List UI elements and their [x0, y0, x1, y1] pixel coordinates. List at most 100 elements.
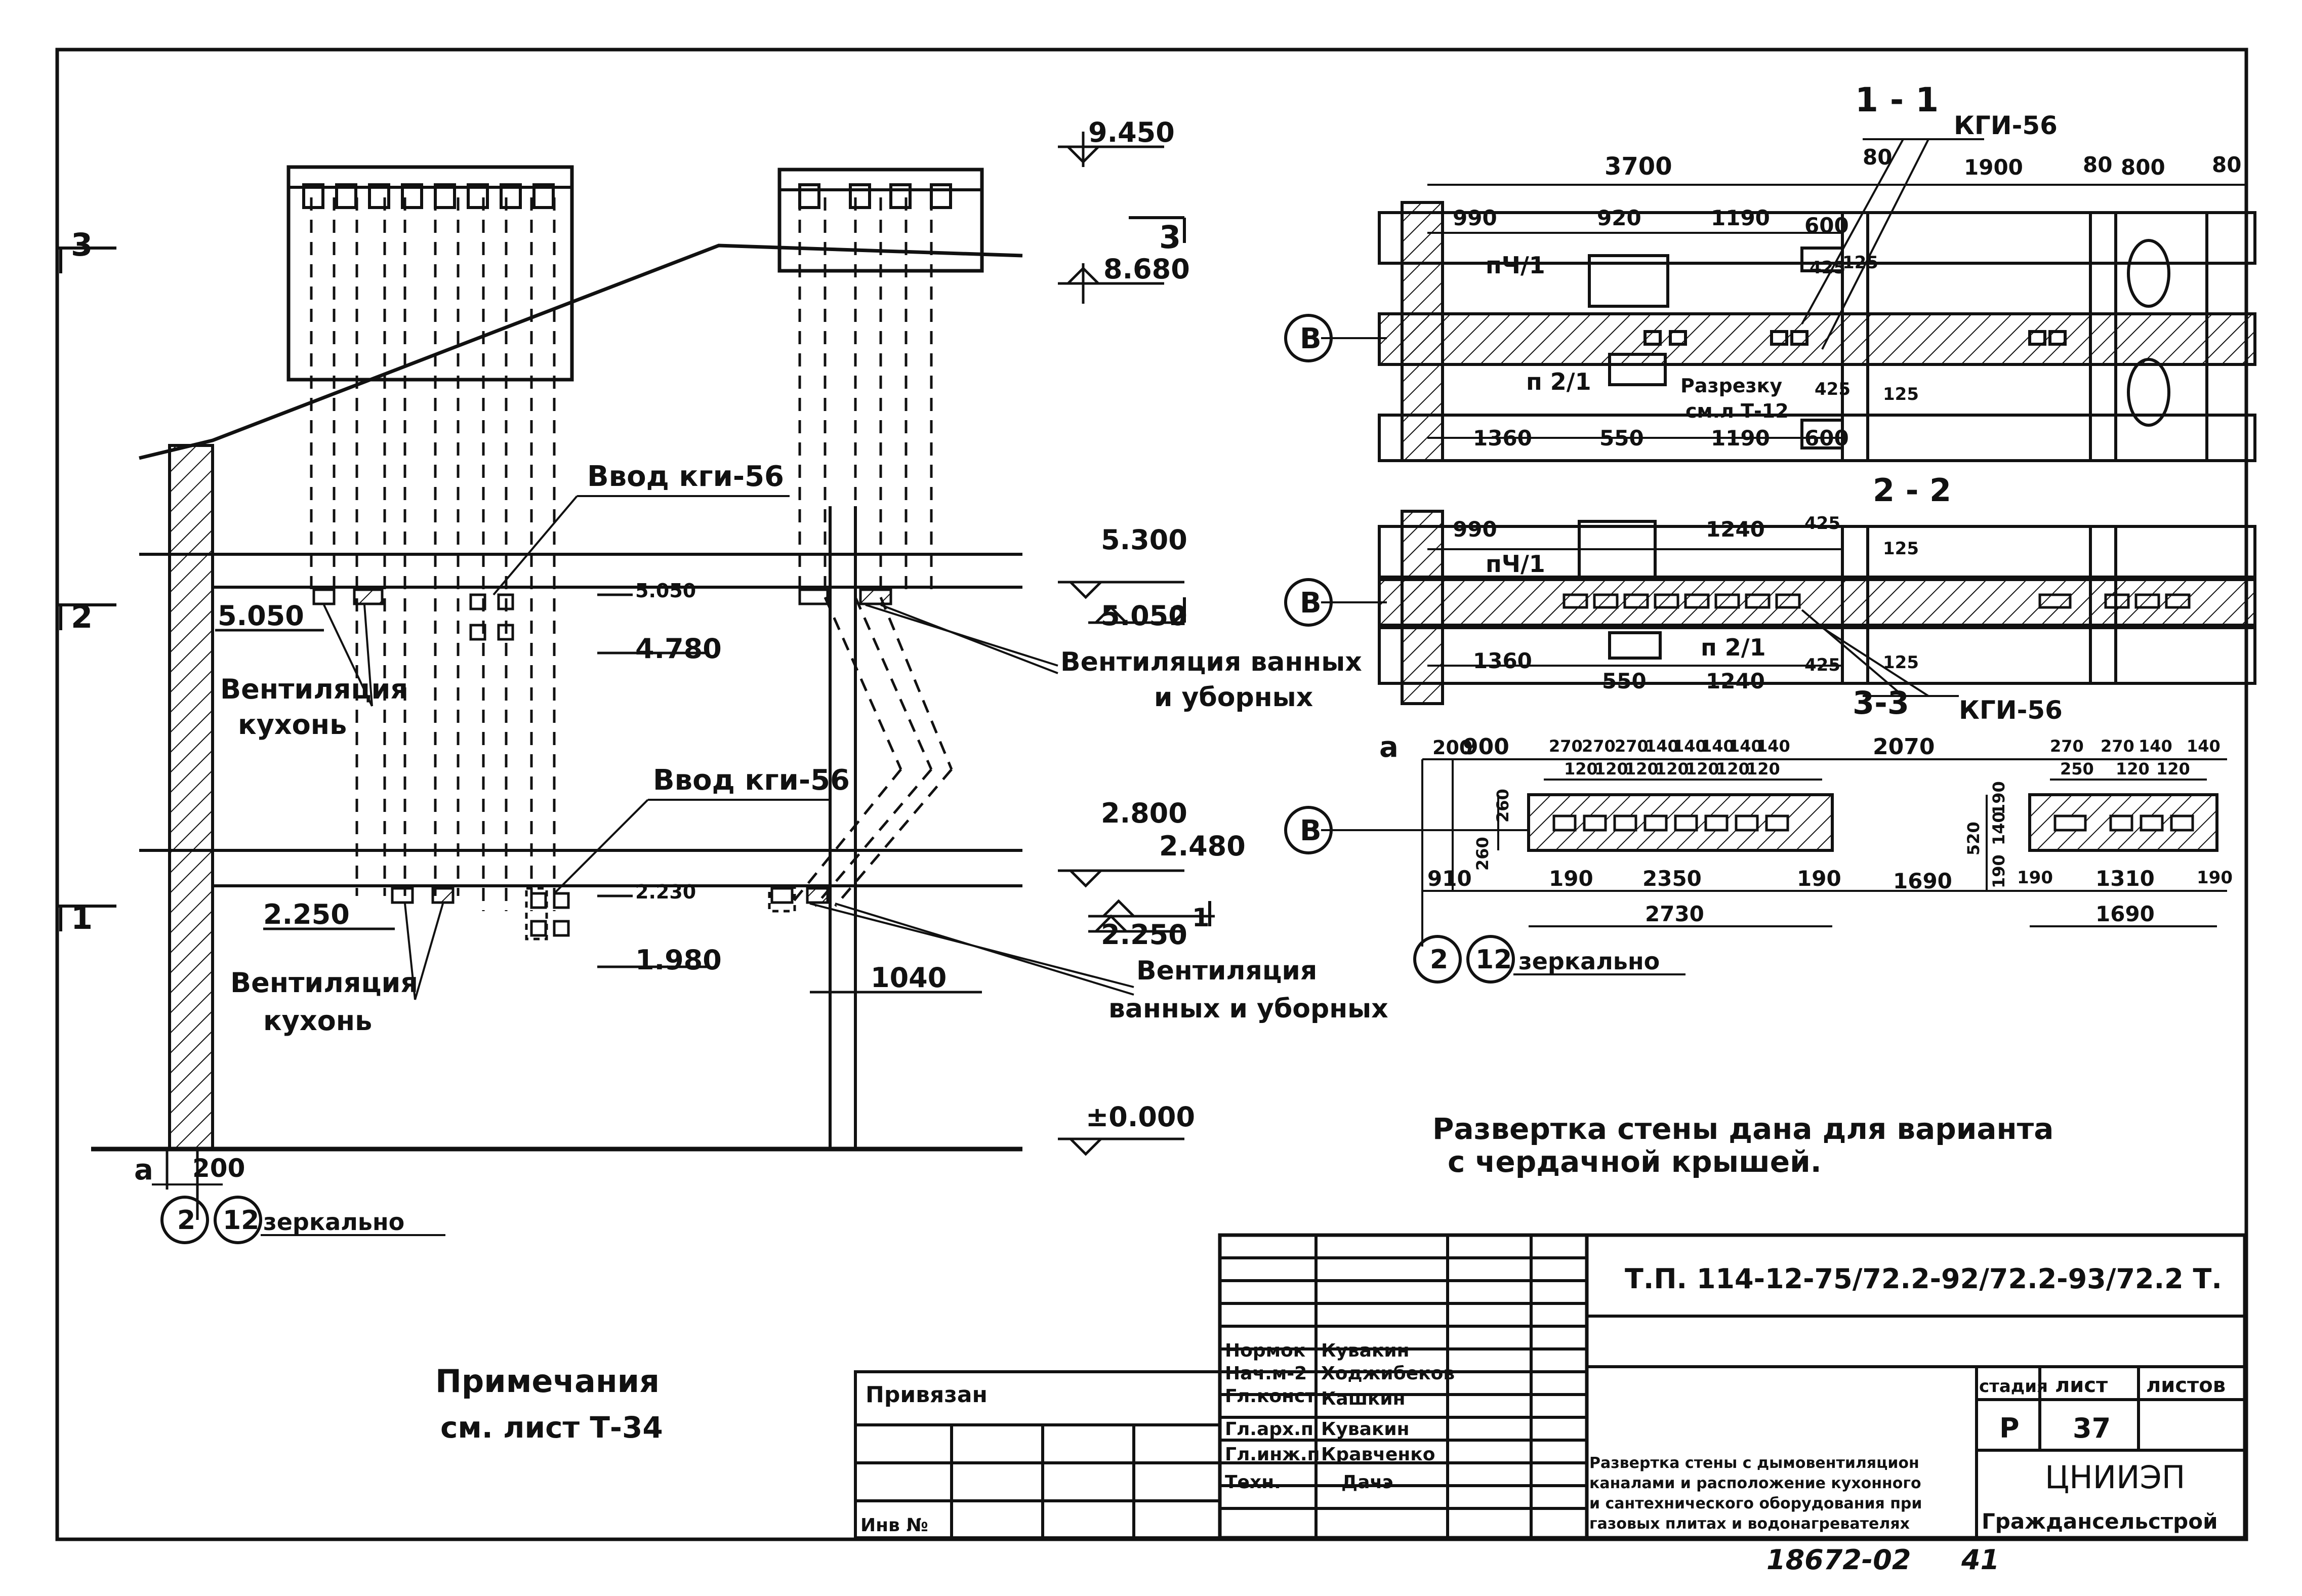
p3-bottom-4: 1690 — [1893, 869, 1952, 893]
label-inv: Инв № — [860, 1515, 928, 1536]
axis-b-plan3-text: В — [1300, 814, 1322, 847]
label-privyazan: Привязан — [866, 1382, 988, 1408]
p3-mid-2: 120 — [1625, 759, 1659, 779]
axis-b-plan1-text: В — [1300, 322, 1322, 355]
p1-dim-80a: 80 — [1863, 145, 1892, 170]
level-2250: 2.250 — [1101, 919, 1187, 951]
section-3-3: 3-3 — [1853, 684, 1909, 721]
p2-dim-1360: 1360 — [1473, 648, 1532, 673]
p3-top-1: 270 — [1549, 736, 1583, 756]
label-vent-kitchen-top-2: кухонь — [238, 709, 347, 741]
axis-b-plan2-text: В — [1300, 587, 1322, 620]
p3-top-0: 900 — [1463, 734, 1509, 760]
p3-bottom-0: 910 — [1427, 866, 1472, 891]
remarks-line-2: см. лист Т-34 — [440, 1410, 663, 1445]
label-kgi-top: КГИ-56 — [1954, 111, 2058, 140]
p1-dim-550: 550 — [1599, 426, 1644, 451]
p2-dim-425: 425 — [1804, 513, 1840, 534]
p3-side-3: 190 — [1989, 781, 2008, 815]
p2-dim-1240b: 1240 — [1706, 669, 1765, 693]
name-5: Дачэ — [1341, 1472, 1393, 1493]
level-2480: 2.480 — [1159, 830, 1246, 862]
name-4: Кравченко — [1321, 1444, 1435, 1465]
left-wall-hatched — [168, 444, 214, 1151]
floor-tag-1: 1 — [71, 899, 93, 936]
role-3: Гл.арх.п — [1225, 1419, 1313, 1440]
note-line-2: с чердачной крышей. — [1448, 1144, 1822, 1179]
p1-dim-80c: 80 — [2212, 152, 2241, 177]
description-3: и сантехнического оборудования при — [1589, 1495, 1922, 1512]
dim-1040: 1040 — [871, 962, 947, 994]
name-2: Кашкин — [1321, 1388, 1405, 1409]
p1-dim-920: 920 — [1597, 206, 1641, 230]
label-stage: стадия — [1979, 1376, 2048, 1397]
mark-mid-4780: 4.780 — [635, 633, 722, 665]
p3-top-2: 270 — [1582, 736, 1616, 756]
label-vent-kitchen-bot-2: кухонь — [263, 1005, 372, 1037]
p1-dim-425a: 425 — [1810, 258, 1845, 278]
axis-bubble-12-text: 12 — [223, 1205, 259, 1236]
p1-dim-1900: 1900 — [1964, 155, 2023, 180]
p3-mid-3: 120 — [1655, 759, 1689, 779]
description-2: каналами и расположение кухонного — [1589, 1475, 1921, 1492]
role-4: Гл.инж.п — [1225, 1444, 1320, 1465]
p3-total-1690: 1690 — [2095, 902, 2155, 926]
p3-top-9: 2070 — [1873, 734, 1935, 760]
p3-top-5: 140 — [1673, 736, 1707, 756]
p3-mirror: зеркально — [1518, 948, 1660, 975]
description-4: газовых плитах и водонагревателях — [1589, 1515, 1910, 1533]
drawing-code: Т.П. 114-12-75/72.2-92/72.2-93/72.2 Т. — [1625, 1263, 2222, 1295]
p3-mid-4: 120 — [1686, 759, 1719, 779]
axis-bubble-2-text: 2 — [177, 1205, 195, 1236]
axis-a: а — [134, 1154, 153, 1186]
label-vvod-top: Ввод кги-56 — [587, 460, 784, 493]
p2-dim-125b: 125 — [1883, 652, 1919, 673]
label-sheet: лист — [2055, 1374, 2108, 1397]
p3-axis-bubble-2-text: 2 — [1430, 945, 1448, 975]
p1-dim-800: 800 — [2121, 155, 2165, 180]
label-vent-bath-top-2: и уборных — [1154, 682, 1313, 713]
level-2800: 2.800 — [1101, 797, 1187, 829]
plan-views — [1284, 138, 2256, 984]
p1-dim-125a: 125 — [1842, 253, 1878, 273]
mark-left-5050: 5.050 — [218, 600, 304, 632]
plan-axis-bubble-2 — [1413, 935, 1462, 984]
label-vent-bath-bot-1: Вентиляция — [1136, 956, 1317, 986]
p3-top-8: 140 — [1756, 736, 1790, 756]
p3-bottom-3: 190 — [1797, 866, 1841, 891]
level-5300: 5.300 — [1101, 524, 1187, 556]
p2-dim-990: 990 — [1453, 517, 1497, 542]
p3-side-5: 190 — [1989, 854, 2008, 888]
p3-bottom-5: 190 — [2017, 868, 2053, 888]
p1-label-pch: пЧ/1 — [1486, 252, 1545, 279]
p3-mid-5: 120 — [1716, 759, 1750, 779]
page-number: 41 — [1961, 1544, 1999, 1576]
p3-side-0: 260 — [1493, 789, 1512, 823]
p3-mid-6: 120 — [1746, 759, 1780, 779]
p1-dim-80b: 80 — [2083, 152, 2112, 177]
level-zero: ±0.000 — [1086, 1101, 1195, 1133]
label-kgi-bottom: КГИ-56 — [1959, 695, 2063, 725]
label-sheets: листов — [2146, 1374, 2226, 1397]
p2-dim-125: 125 — [1883, 539, 1919, 559]
axis-200: 200 — [192, 1154, 245, 1183]
level-5050: 5.050 — [1101, 600, 1187, 632]
axis-bubble-12 — [214, 1196, 262, 1244]
org-name-1: ЦНИИЭП — [2045, 1459, 2185, 1496]
label-vent-kitchen-top-1: Вентиляция — [220, 673, 408, 705]
p2-dim-425b: 425 — [1804, 655, 1840, 675]
p1-dim-1190b: 1190 — [1711, 426, 1770, 451]
p1-dim-600a: 600 — [1804, 213, 1849, 238]
p1-label-p2: п 2/1 — [1526, 368, 1591, 395]
p1-dim-600b: 600 — [1804, 426, 1849, 451]
title-block — [854, 1233, 2247, 1540]
p1-dim-3700: 3700 — [1605, 152, 1672, 181]
archive-number: 18672-02 — [1766, 1544, 1911, 1576]
mark-mid-1980: 1.980 — [635, 944, 722, 976]
p1-dim-425b: 425 — [1815, 379, 1851, 399]
role-1: Нач.м-2 — [1225, 1363, 1307, 1384]
section-1-1: 1 - 1 — [1855, 80, 1939, 119]
label-vent-kitchen-bot-1: Вентиляция — [230, 967, 418, 999]
p3-top-6: 140 — [1701, 736, 1735, 756]
